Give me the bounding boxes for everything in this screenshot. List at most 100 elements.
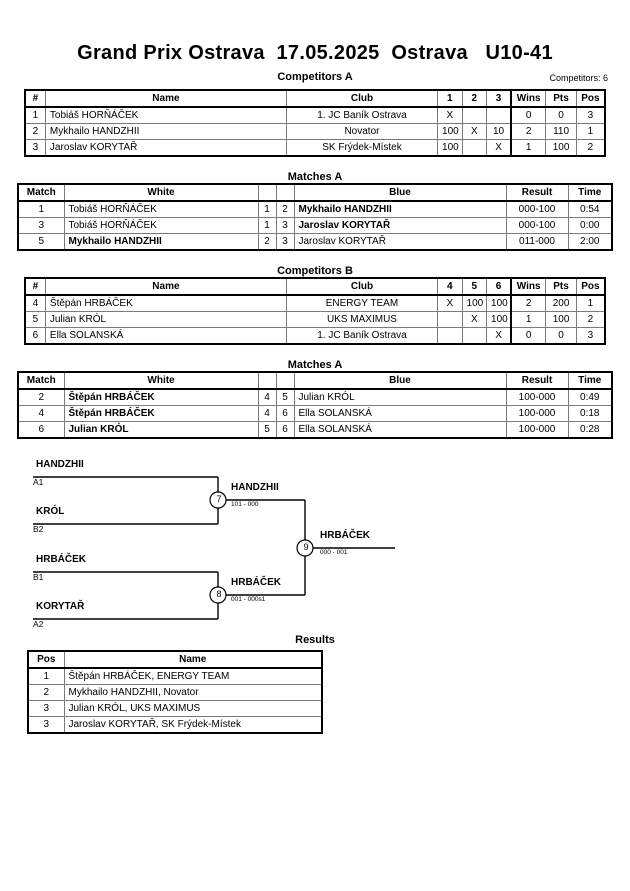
competitors-a-table-wrap: # Name Club 1 2 3 Wins Pts Pos 1 Tobiáš … [0,89,630,157]
cell-result: 100-000 [505,405,569,422]
cell-wins: 0 [510,327,547,345]
matches-a-caption: Matches A [287,171,343,183]
col-header-club: Club [285,89,439,108]
cell-blue: Mykhailo HANDZHII [293,200,507,218]
cell-pts: 100 [545,139,577,157]
bracket-entry-seed: B1 [33,572,44,582]
cell-pos: 1 [27,667,65,685]
col-header-num: # [24,277,46,296]
cell-result: 000-100 [505,217,569,234]
bracket-match-number: 9 [303,542,309,552]
matches-a-table: Match White Blue Result Time 1 Tobiáš HO… [17,183,613,251]
cell-white: Štěpán HRBÁČEK [63,388,259,406]
col-header-wins: Wins [510,277,547,296]
cell-num: 1 [24,106,46,124]
cell-s5: 100 [461,294,488,312]
table-row: 3 Julian KRÓL, UKS MAXIMUS [27,700,323,717]
cell-blue-seed: 6 [275,421,295,439]
table-header-row: Pos Name [27,650,323,669]
col-header-pos: Pos [575,277,606,296]
cell-name: Jaroslav KORYTAŘ [44,139,287,157]
cell-white: Julian KRÓL [63,421,259,439]
table-row: 5 Julian KRÓL UKS MAXIMUS X 100 1 100 2 [24,311,606,328]
table-row: 3 Jaroslav KORYTAŘ, SK Frýdek-Místek [27,716,323,734]
cell-name: Štěpán HRBÁČEK, ENERGY TEAM [63,667,323,685]
col-header-s2: 2 [461,89,488,108]
cell-s6: 100 [486,311,512,328]
bracket-entry-seed: A1 [33,477,44,487]
col-header-bn [275,183,295,202]
cell-s2 [461,106,488,124]
cell-club: SK Frýdek-Místek [285,139,439,157]
cell-pts: 110 [545,123,577,140]
col-header-name: Name [44,89,287,108]
cell-name: Jaroslav KORYTAŘ, SK Frýdek-Místek [63,716,323,734]
cell-club: 1. JC Baník Ostrava [285,327,439,345]
col-header-wn [257,371,277,390]
col-header-pos: Pos [575,89,606,108]
table-row: 1 Štěpán HRBÁČEK, ENERGY TEAM [27,667,323,685]
col-header-s4: 4 [437,277,463,296]
cell-time: 0:00 [567,217,613,234]
table-row: 4 Štěpán HRBÁČEK 4 6 Ella SOLANSKÁ 100-0… [17,405,613,422]
cell-num: 2 [24,123,46,140]
cell-match: 4 [17,405,65,422]
cell-blue-seed: 2 [275,200,295,218]
col-header-blue: Blue [293,371,507,390]
bracket-match-score: 001 - 000s1 [231,596,266,603]
col-header-white: White [63,371,259,390]
cell-num: 5 [24,311,46,328]
col-header-club: Club [285,277,439,296]
bracket-entry-name: HRBÁČEK [36,554,86,565]
bracket-final-winner-name: HRBÁČEK [320,530,370,541]
cell-s3: 10 [486,123,512,140]
cell-s3: X [486,139,512,157]
cell-time: 0:28 [567,421,613,439]
cell-pos: 2 [575,311,606,328]
page-title: Grand Prix Ostrava 17.05.2025 Ostrava U1… [77,42,553,64]
cell-name: Mykhailo HANDZHII, Novator [63,684,323,701]
cell-blue-seed: 6 [275,405,295,422]
cell-club: 1. JC Baník Ostrava [285,106,439,124]
table-header-row: # Name Club 1 2 3 Wins Pts Pos [24,89,606,108]
cell-white: Tobiáš HORŇÁČEK [63,200,259,218]
bracket-winner-name: HANDZHII [231,482,279,493]
cell-wins: 1 [510,311,547,328]
cell-white: Štěpán HRBÁČEK [63,405,259,422]
col-header-pts: Pts [545,89,577,108]
cell-s1: 100 [437,123,463,140]
bracket-match-number: 8 [216,589,222,599]
cell-s2: X [461,123,488,140]
cell-match: 1 [17,200,65,218]
table-row: 2 Štěpán HRBÁČEK 4 5 Julian KRÓL 100-000… [17,388,613,406]
cell-num: 6 [24,327,46,345]
cell-blue: Ella SOLANSKÁ [293,421,507,439]
col-header-s1: 1 [437,89,463,108]
cell-white-seed: 2 [257,233,277,251]
table-row: 3 Jaroslav KORYTAŘ SK Frýdek-Místek 100 … [24,139,606,157]
cell-pos: 3 [575,106,606,124]
competitors-a-table: # Name Club 1 2 3 Wins Pts Pos 1 Tobiáš … [24,89,606,157]
cell-white-seed: 5 [257,421,277,439]
cell-blue-seed: 3 [275,233,295,251]
cell-time: 0:49 [567,388,613,406]
cell-s6: 100 [486,294,512,312]
bracket-entry-name: KRÓL [36,506,65,517]
competitors-count: Competitors: 6 [549,73,608,83]
cell-result: 011-000 [505,233,569,251]
cell-pts: 0 [545,106,577,124]
bracket-match-number: 7 [216,494,222,504]
cell-s4 [437,311,463,328]
col-header-match: Match [17,183,65,202]
pool-a-caption-row: Competitors A Competitors: 6 [0,71,630,89]
col-header-white: White [63,183,259,202]
col-header-name: Name [63,650,323,669]
col-header-s6: 6 [486,277,512,296]
col-header-s5: 5 [461,277,488,296]
table-header-row: # Name Club 4 5 6 Wins Pts Pos [24,277,606,296]
col-header-num: # [24,89,46,108]
competitors-b-table-wrap: # Name Club 4 5 6 Wins Pts Pos 4 Štěpán … [0,277,630,345]
cell-pos: 3 [27,716,65,734]
table-row: 6 Ella SOLANSKÁ 1. JC Baník Ostrava X 0 … [24,327,606,345]
col-header-result: Result [505,183,569,202]
